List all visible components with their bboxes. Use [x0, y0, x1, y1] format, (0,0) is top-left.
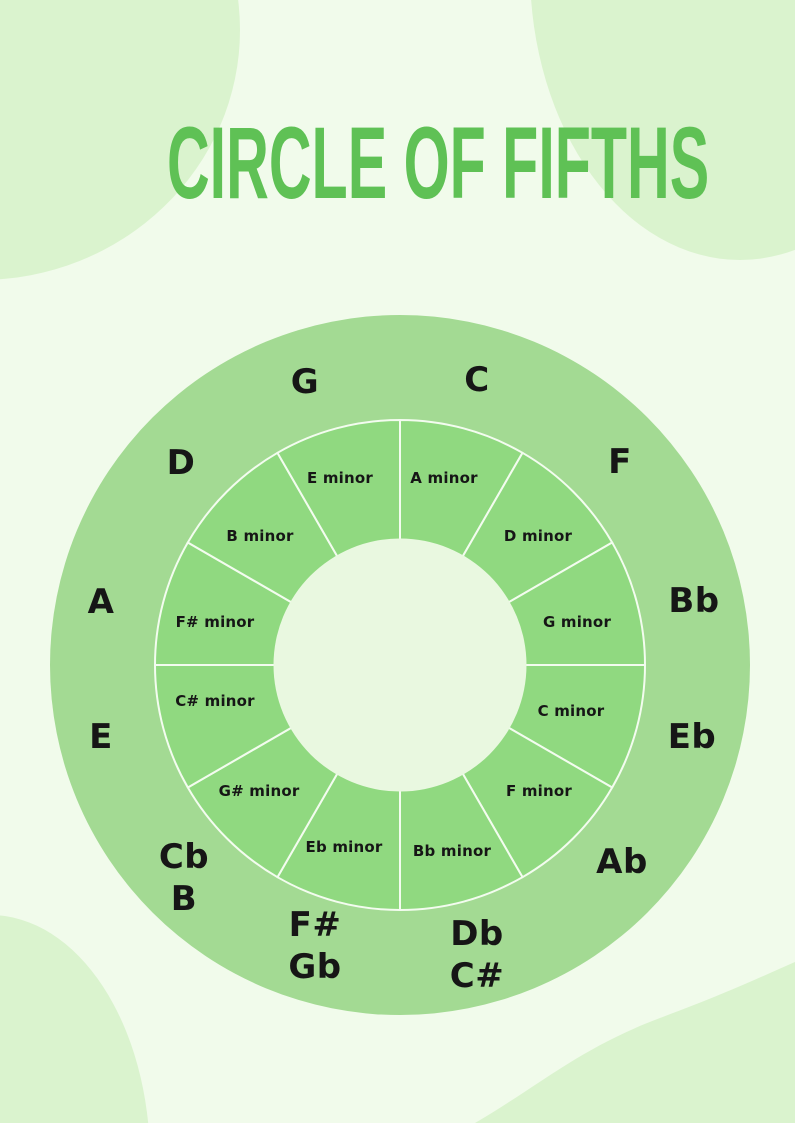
minor-key-Am: A minor [410, 469, 478, 487]
major-key-Eb: Eb [667, 717, 717, 757]
blob-bottom-left [0, 915, 149, 1123]
minor-key-Fsm: F# minor [175, 613, 255, 631]
center-circle [273, 538, 527, 792]
major-key-E: E [89, 717, 113, 757]
minor-key-Em: E minor [306, 469, 374, 487]
major-key-D: D [166, 443, 196, 483]
major-key-Db-Cs: Db C# [449, 914, 505, 996]
minor-key-Bbm: Bb minor [412, 842, 492, 860]
blob-top-left [0, 0, 240, 280]
minor-key-Ebm: Eb minor [305, 838, 383, 856]
major-key-Bb: Bb [668, 581, 720, 621]
minor-key-Csm: C# minor [175, 692, 255, 710]
blob-bottom-right [475, 962, 795, 1123]
major-key-A: A [87, 582, 115, 622]
major-key-G: G [290, 362, 320, 402]
blob-top-right [531, 0, 795, 260]
major-key-Fs-Gb: F# Gb [288, 905, 342, 987]
minor-key-Gsm: G# minor [218, 782, 300, 800]
minor-key-Dm: D minor [503, 527, 573, 545]
minor-key-Bm: B minor [226, 527, 294, 545]
minor-key-Fm: F minor [505, 782, 573, 800]
major-key-C: C [464, 360, 490, 400]
major-key-Cb-B: Cb B [158, 837, 210, 919]
minor-key-Cm: C minor [537, 702, 605, 720]
major-key-Ab: Ab [596, 842, 648, 882]
circle-of-fifths-diagram [50, 315, 750, 1015]
page-title: CIRCLE OF FIFTHS [166, 106, 710, 220]
minor-key-Gm: G minor [542, 613, 612, 631]
major-key-F: F [608, 442, 632, 482]
minor-keys-ring [154, 419, 646, 911]
